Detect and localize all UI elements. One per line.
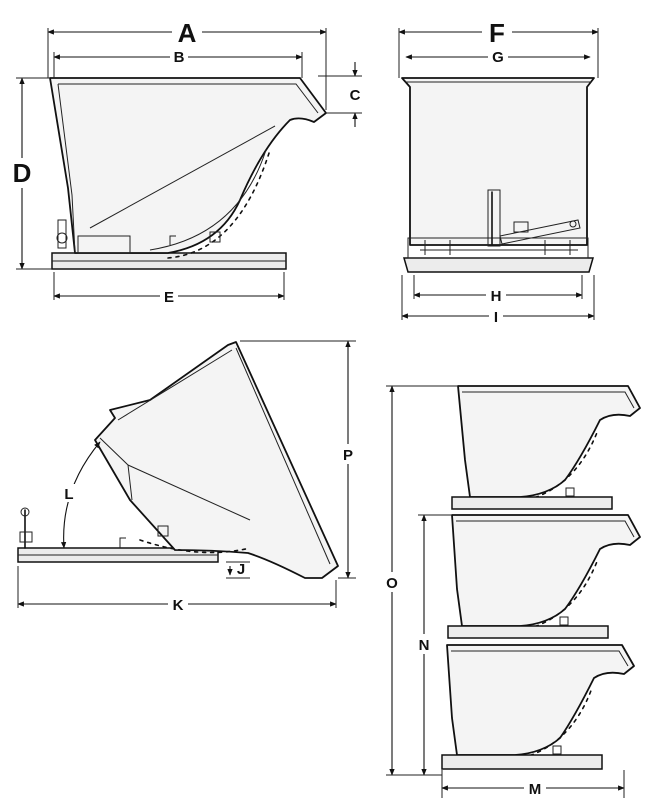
dim-label-L: L <box>64 486 73 503</box>
dim-label-M: M <box>529 781 542 798</box>
stacked-view: O N M <box>382 385 641 798</box>
dim-label-O: O <box>386 575 398 592</box>
dim-label-H: H <box>491 288 502 305</box>
dim-label-D: D <box>13 158 32 188</box>
dim-label-F: F <box>489 18 505 48</box>
tilted-view: K L P J <box>17 340 358 614</box>
front-view-hopper <box>401 77 595 246</box>
stacked-hopper-middle <box>451 514 641 627</box>
dim-label-C: C <box>350 87 361 104</box>
tilted-view-hopper <box>94 341 339 579</box>
side-view: A B C D E <box>8 14 362 306</box>
dim-label-E: E <box>164 289 174 306</box>
dim-label-P: P <box>343 447 353 464</box>
stacked-hopper-top <box>457 385 641 498</box>
side-view-hopper <box>49 77 327 254</box>
dim-label-B: B <box>174 49 185 66</box>
front-view: F G H I <box>398 14 599 326</box>
dim-label-K: K <box>173 597 184 614</box>
front-view-base <box>403 257 594 273</box>
stacked-hopper-bottom <box>446 644 635 756</box>
dim-label-J: J <box>237 561 245 578</box>
dim-label-G: G <box>492 49 504 66</box>
dim-label-A: A <box>178 18 197 48</box>
dim-label-N: N <box>419 637 430 654</box>
dim-label-I: I <box>494 309 498 326</box>
